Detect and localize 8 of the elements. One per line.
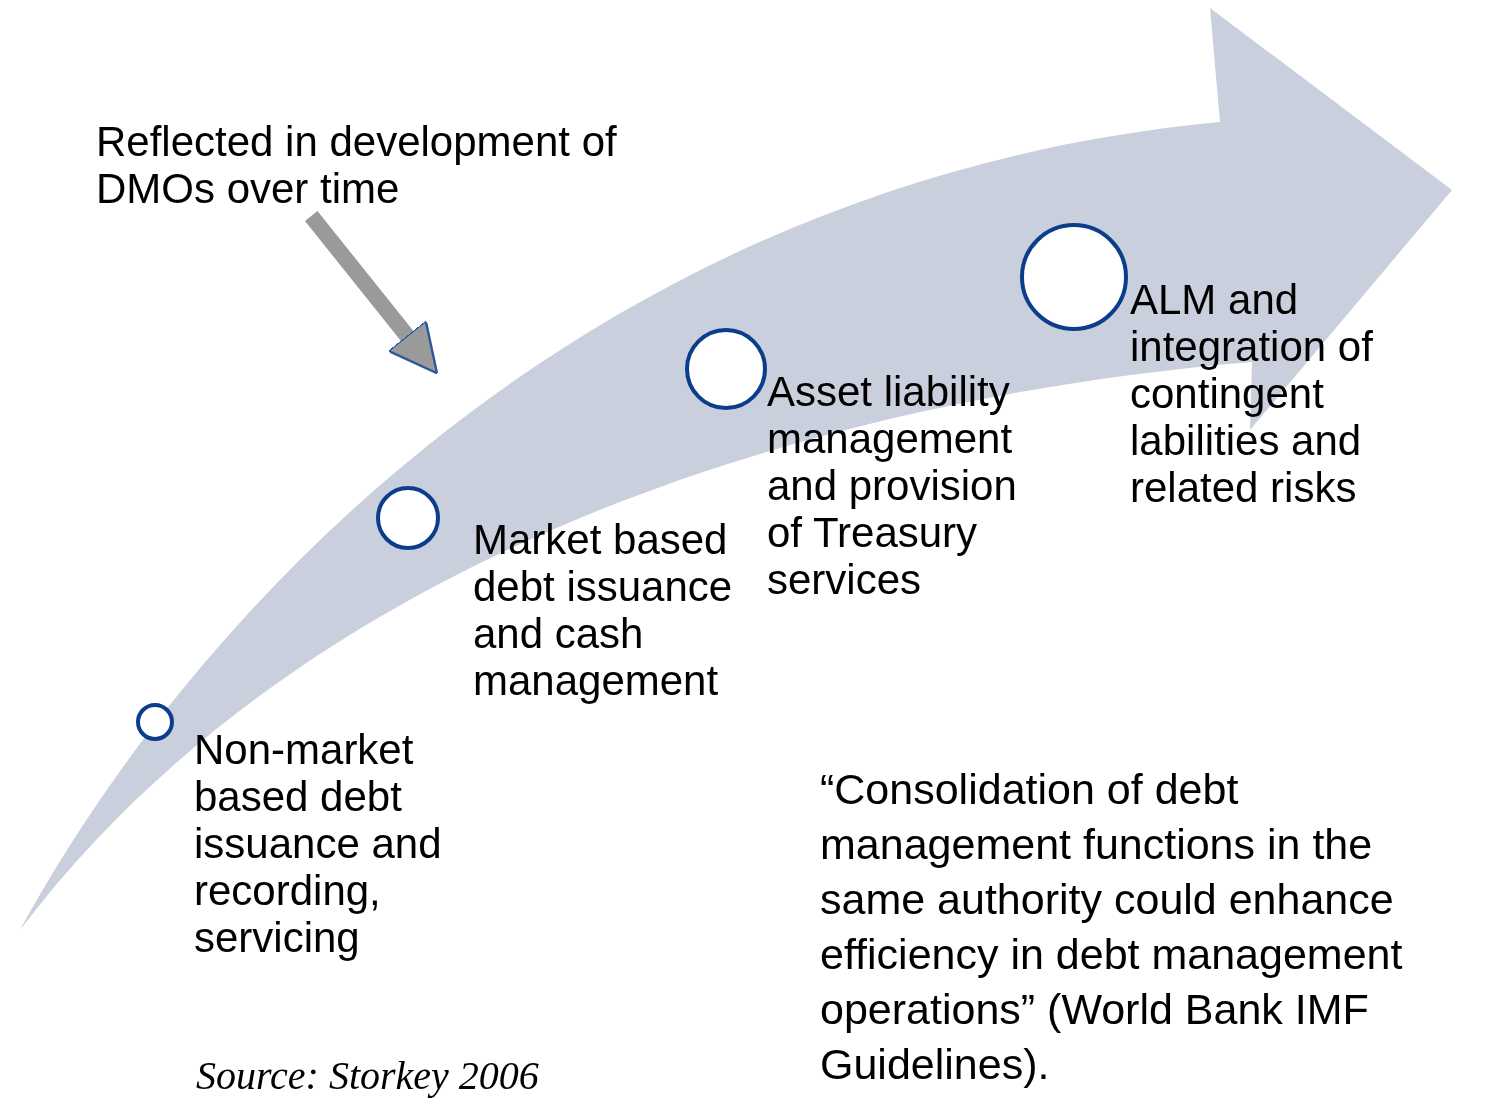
- arrow: [304, 211, 439, 375]
- quote-text: “Consolidation of debt management functions in the same authority could enhance efficiency in debt management operations” (World Bank IMF Guidelines).: [820, 764, 1404, 1090]
- stage-text: ALM and integration of contingent labilities and related risks: [1130, 276, 1374, 511]
- stage-text: Asset liability management and provision of Treasury services: [767, 368, 1018, 603]
- stage-text: Non-market based debt issuance and recording, servicing: [194, 726, 443, 961]
- note-text: Reflected in development of DMOs over time: [96, 118, 618, 212]
- stage-text: Market based debt issuance and cash management: [473, 516, 734, 704]
- source-note: Source: Storkey 2006: [196, 1052, 540, 1100]
